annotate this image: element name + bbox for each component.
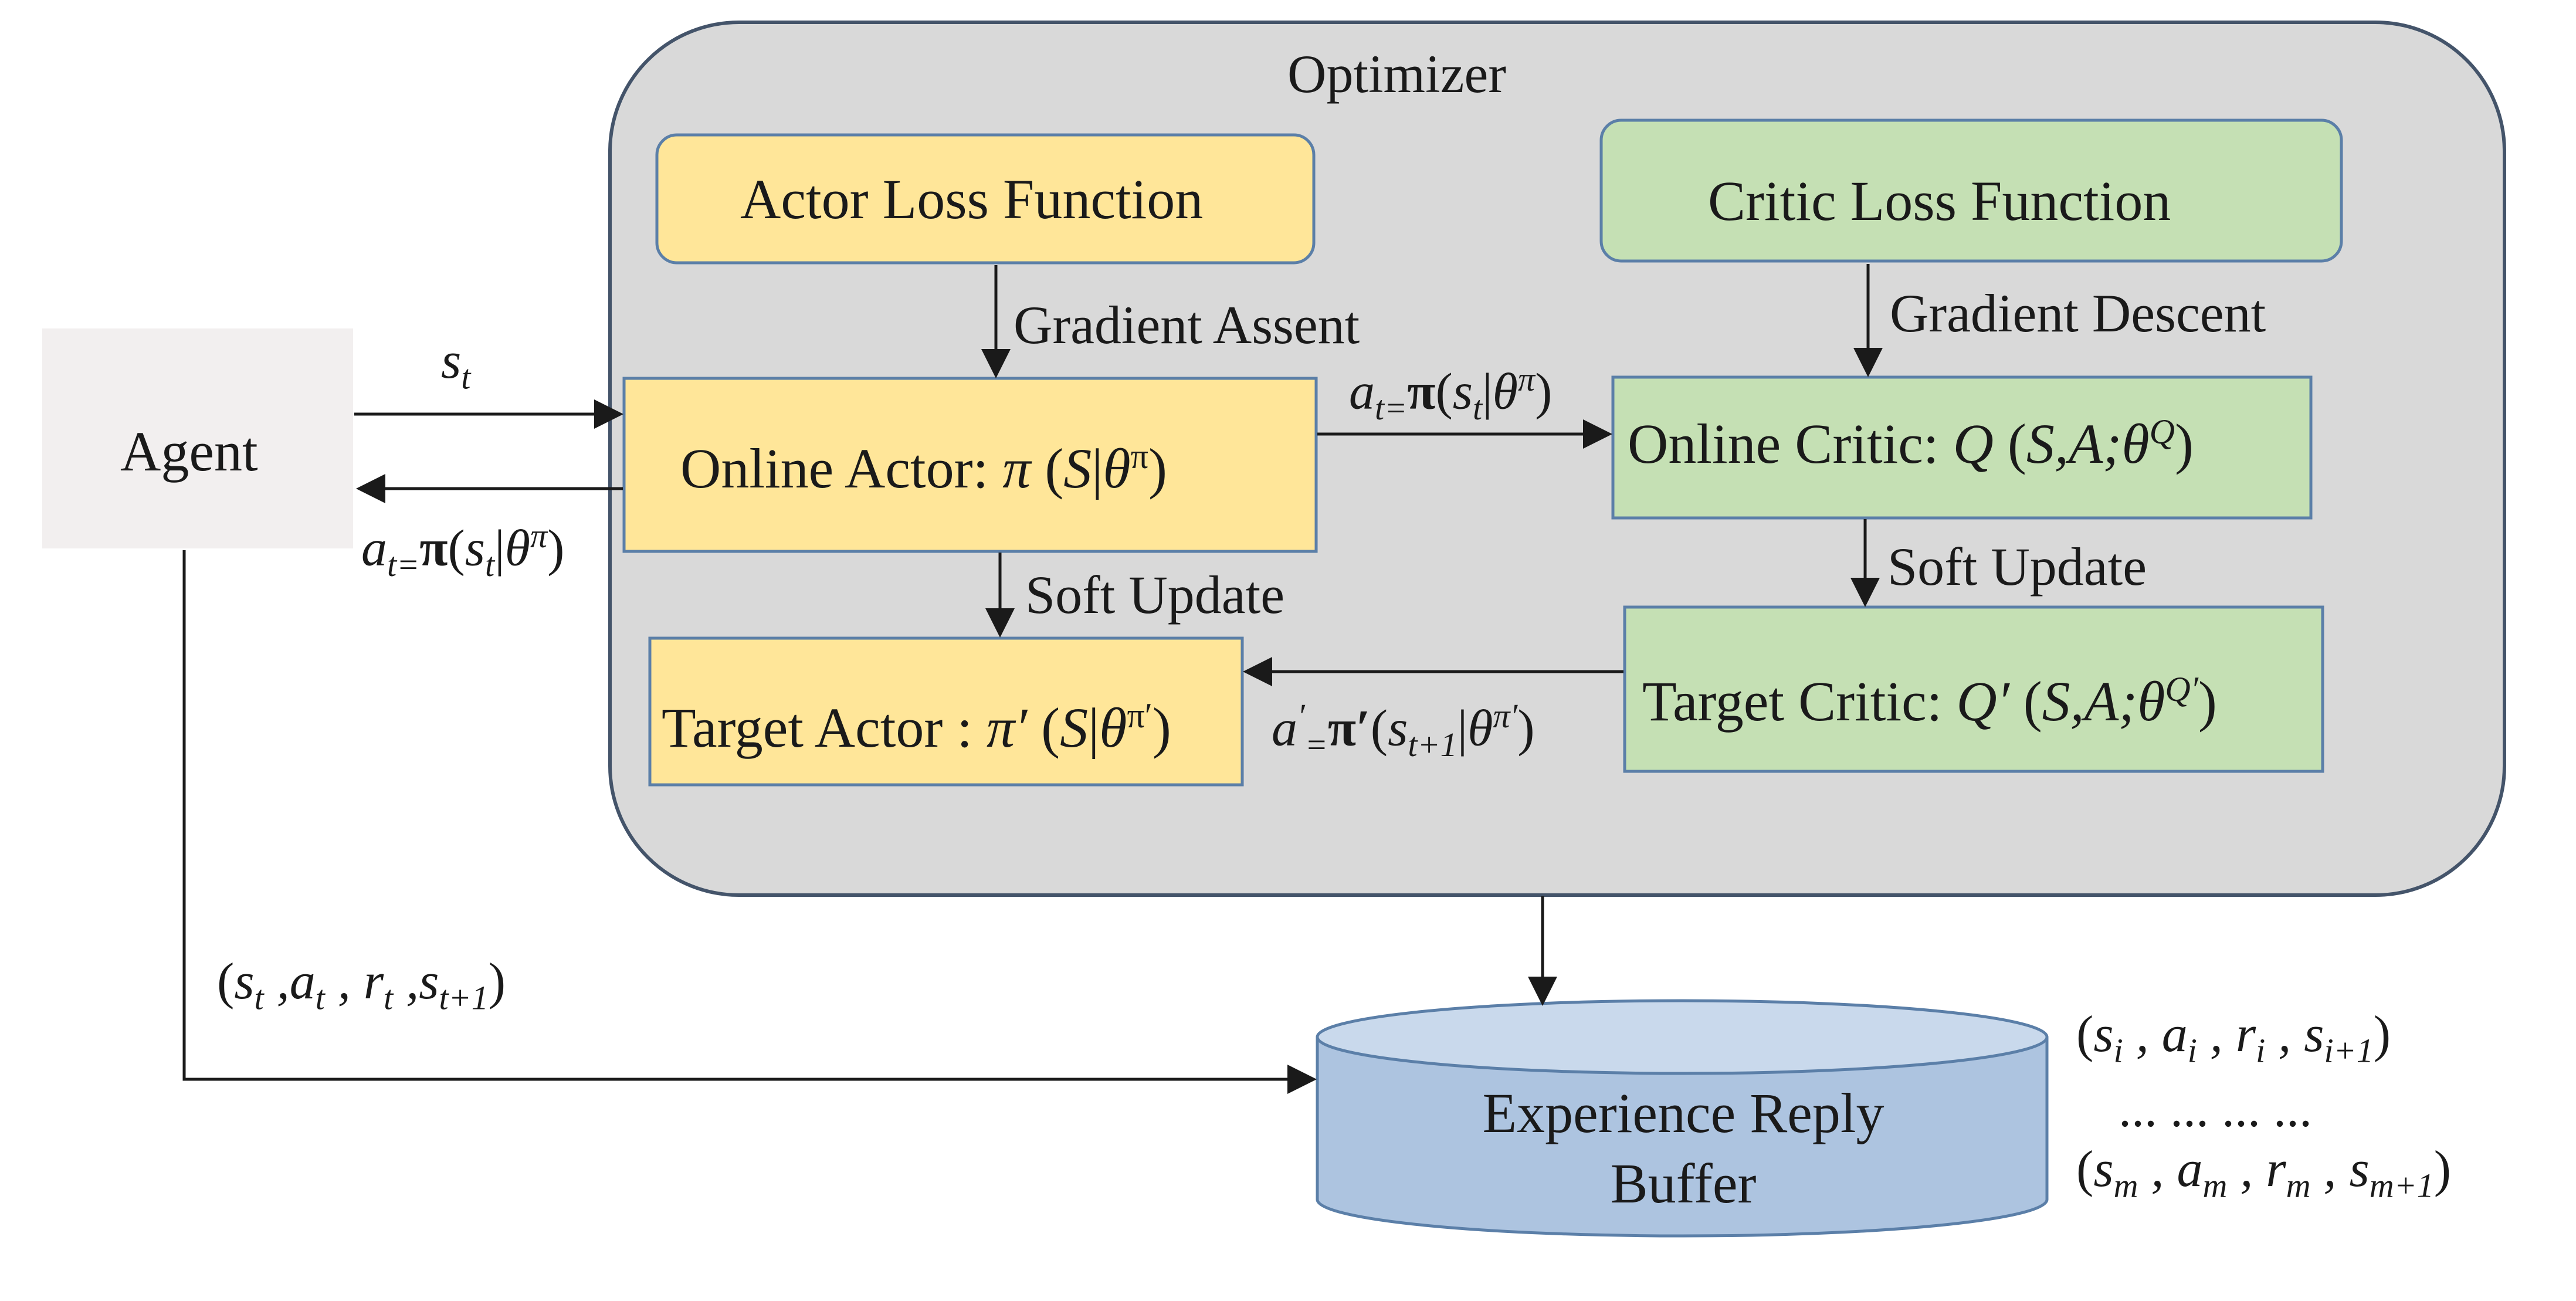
buffer-title-line2: Buffer <box>1610 1152 1757 1215</box>
agent-box <box>42 328 353 548</box>
actor-loss-label: Actor Loss Function <box>740 168 1204 231</box>
sample-first-label: (si , ai , ri , si+1) <box>2076 1006 2391 1070</box>
target-actor-box <box>648 636 1244 787</box>
transition-label: (st ,at , rt ,st+1) <box>217 953 506 1017</box>
buffer-title-line1: Experience Reply <box>1482 1082 1884 1144</box>
online-actor-label: Online Actor: π (S|θπ) <box>680 437 1167 500</box>
buffer-cylinder <box>1316 999 2049 1238</box>
action-to-critic-label: at=π(st|θπ) <box>1349 360 1553 427</box>
actor-loss-box <box>655 133 1316 265</box>
critic-loss-label: Critic Loss Function <box>1708 170 2171 232</box>
sample-ellipsis-label: ... ... ... ... <box>2119 1081 2312 1138</box>
target-actor-label: Target Actor : π′ (S|θπ′) <box>662 696 1171 759</box>
online-actor-box <box>622 377 1318 553</box>
action-to-agent-label: at=π(st|θπ) <box>361 517 565 584</box>
soft-update-actor-label: Soft Update <box>1025 565 1285 625</box>
online-critic-box <box>1611 375 2313 520</box>
gradient-descent-label: Gradient Descent <box>1890 283 2266 343</box>
soft-update-critic-label: Soft Update <box>1887 537 2147 597</box>
agent-label: Agent <box>120 420 258 483</box>
online-actor-text: Online Actor: <box>680 437 1003 500</box>
critic-loss-box <box>1599 118 2343 263</box>
target-critic-label: Target Critic: Q′ (S,A;θQ′) <box>1642 670 2217 733</box>
state-label: st <box>441 333 471 397</box>
arrow-transition <box>182 550 1317 1094</box>
sample-last-label: (sm , am , rm , sm+1) <box>2076 1141 2452 1205</box>
target-action-label: a′=π′(st+1|θπ′) <box>1272 697 1535 764</box>
target-critic-box <box>1623 605 2324 773</box>
optimizer-title: Optimizer <box>1287 44 1506 104</box>
gradient-assent-label: Gradient Assent <box>1014 295 1360 355</box>
buffer-title: Experience Reply Buffer <box>1396 1078 1971 1219</box>
online-critic-label: Online Critic: Q (S,A;θQ) <box>1628 412 2194 475</box>
